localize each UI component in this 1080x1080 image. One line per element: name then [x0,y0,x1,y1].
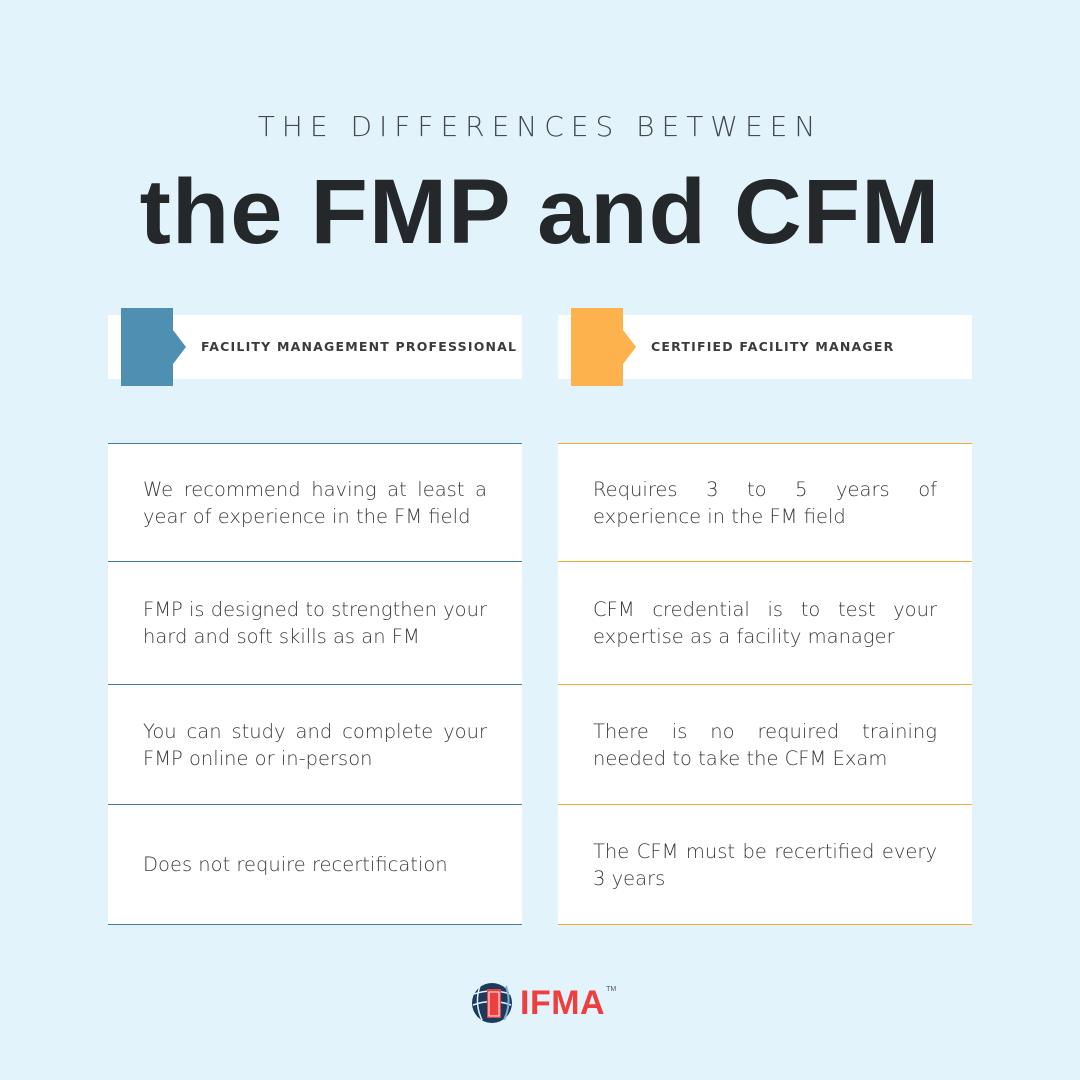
fmp-row-text: We recommend having at least a year of e… [143,477,487,528]
globe-door-icon [472,983,512,1023]
cfm-row-text: Requires 3 to 5 years of experience in t… [593,477,937,528]
page-subtitle: THE DIFFERENCES BETWEEN [257,110,823,143]
cfm-column: Requires 3 to 5 years of experience in t… [558,443,972,925]
fmp-row: Does not require recertification [108,804,522,925]
cfm-row-text: The CFM must be recertified every 3 year… [593,839,937,890]
fmp-header-label: FACILITY MANAGEMENT PROFESSIONAL [201,339,518,354]
cfm-row-text: There is no required training needed to … [593,719,937,770]
fmp-row-text: FMP is designed to strengthen your hard … [143,598,487,648]
fmp-flag-icon [121,308,186,386]
cfm-row-text: CFM credential is to test your expertise… [593,598,937,648]
cfm-header-label: CERTIFIED FACILITY MANAGER [651,339,895,354]
cfm-row: There is no required training needed to … [558,684,972,804]
trademark-symbol: TM [606,986,617,993]
cfm-flag-icon [571,308,636,386]
cfm-row: Requires 3 to 5 years of experience in t… [558,443,972,561]
fmp-row-text: You can study and complete your FMP onli… [143,719,487,770]
fmp-row-text: Does not require recertification [143,853,448,876]
page-title: the FMP and CFM [139,161,941,263]
fmp-row: You can study and complete your FMP onli… [108,684,522,804]
cfm-column-header: CERTIFIED FACILITY MANAGER [558,308,972,386]
cfm-row: The CFM must be recertified every 3 year… [558,804,972,925]
cfm-row: CFM credential is to test your expertise… [558,561,972,684]
fmp-row: FMP is designed to strengthen your hard … [108,561,522,684]
logo-text: IFMA [520,983,606,1022]
fmp-column: We recommend having at least a year of e… [108,443,522,925]
fmp-row: We recommend having at least a year of e… [108,443,522,561]
fmp-column-header: FACILITY MANAGEMENT PROFESSIONAL [108,308,522,386]
ifma-logo: IFMA TM [470,978,616,1028]
